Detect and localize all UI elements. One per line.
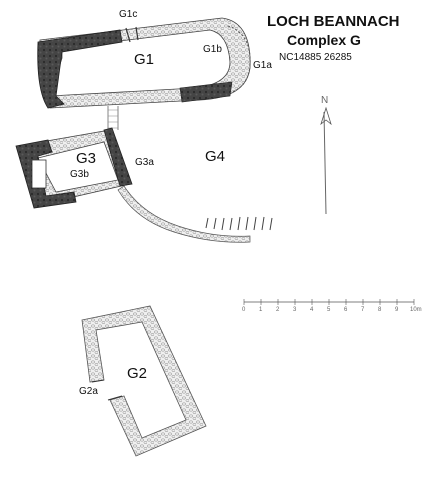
scale-tick-label: 6 xyxy=(344,307,348,313)
g3-dark-wall-east xyxy=(103,127,133,187)
scale-tick-label: 7 xyxy=(361,307,365,313)
scale-tick-label: 9 xyxy=(395,307,399,313)
structure-g1 xyxy=(37,17,251,109)
label-g2: G2 xyxy=(127,365,148,382)
scale-tick-label: 5 xyxy=(327,307,331,313)
label-g1b: G1b xyxy=(203,44,222,55)
g1-g3-link xyxy=(107,106,119,130)
scale-tick-label: 4 xyxy=(310,307,314,313)
structure-g4-wall xyxy=(117,185,273,243)
north-arrow-label: N xyxy=(321,95,329,106)
g1-east-arc xyxy=(227,25,251,93)
scale-tick-label: 2 xyxy=(276,307,280,313)
scale-tick-label: 0 xyxy=(242,307,246,313)
g4-wall xyxy=(117,185,251,243)
structure-g3 xyxy=(15,127,133,209)
label-g1a: G1a xyxy=(253,60,272,71)
scale-tick-label: 8 xyxy=(378,307,382,313)
label-g3: G3 xyxy=(76,150,97,167)
g1-dark-wall-nw xyxy=(37,29,123,109)
label-g3b: G3b xyxy=(70,169,89,180)
label-g1c: G1c xyxy=(119,9,138,20)
label-g1: G1 xyxy=(134,51,155,68)
scale-tick-label: 1 xyxy=(259,307,263,313)
scale-bar xyxy=(243,299,415,305)
g4-hatch-line xyxy=(205,216,273,231)
g3-dark-wall-west xyxy=(15,139,77,209)
scale-tick-label: 10m xyxy=(410,307,422,313)
grid-reference: NC14885 26285 xyxy=(279,52,352,63)
complex-subtitle: Complex G xyxy=(287,32,361,48)
site-title: LOCH BEANNACH xyxy=(267,13,400,30)
g1-dark-wall-s xyxy=(179,81,233,103)
scale-tick-label: 3 xyxy=(293,307,297,313)
g2a-entrance xyxy=(91,379,123,401)
label-g4: G4 xyxy=(205,148,226,165)
g3b-cell xyxy=(31,159,47,189)
g1c-entrance xyxy=(125,26,139,43)
label-g2a: G2a xyxy=(79,386,98,397)
label-g3a: G3a xyxy=(135,157,154,168)
structure-g2 xyxy=(81,305,207,457)
north-arrow xyxy=(320,106,332,215)
